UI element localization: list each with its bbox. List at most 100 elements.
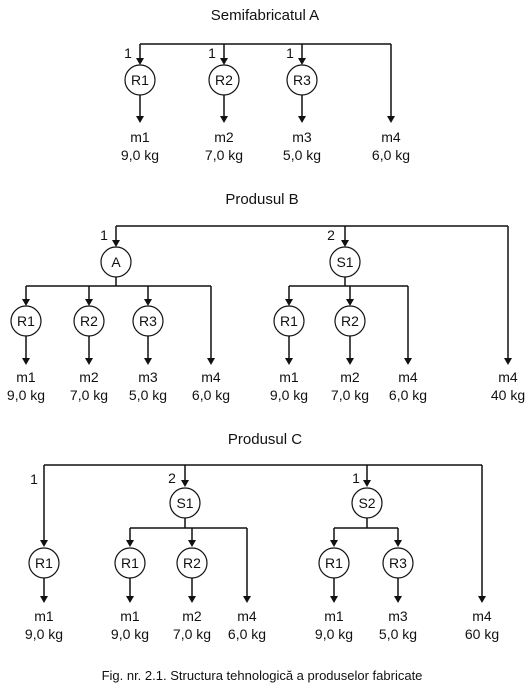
leaf-weight: 6,0 kg <box>228 626 266 642</box>
leaf-material: m2 <box>340 369 360 385</box>
diagram-produs-b: Produsul B 1 2 A S1 <box>7 191 525 403</box>
node-label: R3 <box>389 555 407 571</box>
diagram-semifabricat-a: Semifabricatul A 1 1 1 R1 R2 R3 m1 9,0 k… <box>121 7 410 163</box>
arrow-head <box>394 596 402 603</box>
node-label: S1 <box>336 254 353 270</box>
leaf-weight: 9,0 kg <box>25 626 63 642</box>
leaf-weight: 9,0 kg <box>121 147 159 163</box>
node-label: R1 <box>280 313 298 329</box>
leaf-weight: 6,0 kg <box>372 147 410 163</box>
arrow-head <box>126 540 134 547</box>
node-label: S1 <box>176 495 193 511</box>
leaf-material: m4 <box>381 129 401 145</box>
arrow-head <box>85 358 93 365</box>
node-label: R2 <box>341 313 359 329</box>
arrow-head <box>126 596 134 603</box>
node-label: R1 <box>121 555 139 571</box>
node-label: R1 <box>325 555 343 571</box>
arrow-head <box>188 596 196 603</box>
leaf-material: m2 <box>79 369 99 385</box>
arrow-head <box>207 358 215 365</box>
arrow-head <box>298 116 306 123</box>
leaf-weight: 5,0 kg <box>129 387 167 403</box>
leaf-weight: 40 kg <box>491 387 525 403</box>
leaf-material: m4 <box>237 608 257 624</box>
leaf-material: m1 <box>120 608 140 624</box>
leaf-material: m4 <box>201 369 221 385</box>
leaf-weight: 6,0 kg <box>192 387 230 403</box>
quantity-label: 1 <box>352 470 360 486</box>
node-label: R2 <box>183 555 201 571</box>
node-label: R1 <box>17 313 35 329</box>
arrow-head <box>181 480 189 487</box>
leaf-material: m1 <box>324 608 344 624</box>
leaf-weight: 9,0 kg <box>315 626 353 642</box>
leaf-material: m2 <box>182 608 202 624</box>
arrow-head <box>144 358 152 365</box>
arrow-head <box>85 299 93 306</box>
node-label: R3 <box>139 313 157 329</box>
node-label: R1 <box>131 72 149 88</box>
quantity-label: 1 <box>100 227 108 243</box>
leaf-weight: 7,0 kg <box>205 147 243 163</box>
leaf-material: m4 <box>398 369 418 385</box>
arrow-head <box>285 299 293 306</box>
leaf-weight: 9,0 kg <box>7 387 45 403</box>
arrow-head <box>40 540 48 547</box>
arrow-head <box>112 240 120 247</box>
node-label: R1 <box>35 555 53 571</box>
leaf-material: m1 <box>279 369 299 385</box>
arrow-head <box>220 116 228 123</box>
arrow-head <box>40 596 48 603</box>
arrow-head <box>22 358 30 365</box>
arrow-head <box>478 596 486 603</box>
arrow-head <box>330 540 338 547</box>
leaf-weight: 7,0 kg <box>173 626 211 642</box>
arrow-head <box>404 358 412 365</box>
node-label: R2 <box>80 313 98 329</box>
leaf-material: m4 <box>498 369 518 385</box>
arrow-head <box>136 58 144 65</box>
leaf-weight: 9,0 kg <box>270 387 308 403</box>
quantity-label: 1 <box>30 471 38 487</box>
node-label: R3 <box>293 72 311 88</box>
arrow-head <box>387 116 395 123</box>
arrow-head <box>136 116 144 123</box>
diagram-title-b: Produsul B <box>225 191 298 208</box>
leaf-weight: 7,0 kg <box>331 387 369 403</box>
leaf-weight: 5,0 kg <box>283 147 321 163</box>
arrow-head <box>220 58 228 65</box>
leaf-material: m3 <box>292 129 312 145</box>
node-label: S2 <box>358 495 375 511</box>
arrow-head <box>144 299 152 306</box>
leaf-material: m2 <box>214 129 234 145</box>
arrow-head <box>298 58 306 65</box>
leaf-weight: 6,0 kg <box>389 387 427 403</box>
quantity-label: 1 <box>124 45 132 61</box>
arrow-head <box>341 240 349 247</box>
leaf-weight: 60 kg <box>465 626 499 642</box>
arrow-head <box>243 596 251 603</box>
arrow-head <box>330 596 338 603</box>
figure-caption: Fig. nr. 2.1. Structura tehnologică a pr… <box>102 668 423 683</box>
quantity-label: 2 <box>168 470 176 486</box>
quantity-label: 1 <box>208 45 216 61</box>
arrow-head <box>504 358 512 365</box>
node-label: A <box>111 254 121 270</box>
arrow-head <box>346 299 354 306</box>
node-label: R2 <box>215 72 233 88</box>
arrow-head <box>188 540 196 547</box>
leaf-material: m4 <box>472 608 492 624</box>
arrow-head <box>285 358 293 365</box>
leaf-weight: 9,0 kg <box>111 626 149 642</box>
quantity-label: 1 <box>286 45 294 61</box>
arrow-head <box>394 540 402 547</box>
leaf-material: m3 <box>388 608 408 624</box>
diagram-title-c: Produsul C <box>228 431 302 448</box>
diagram-title-a: Semifabricatul A <box>211 7 319 24</box>
leaf-material: m1 <box>34 608 54 624</box>
diagram-produs-c: Produsul C 1 2 1 S1 S2 <box>25 431 499 642</box>
leaf-material: m1 <box>130 129 150 145</box>
leaf-material: m3 <box>138 369 158 385</box>
arrow-head <box>363 480 371 487</box>
